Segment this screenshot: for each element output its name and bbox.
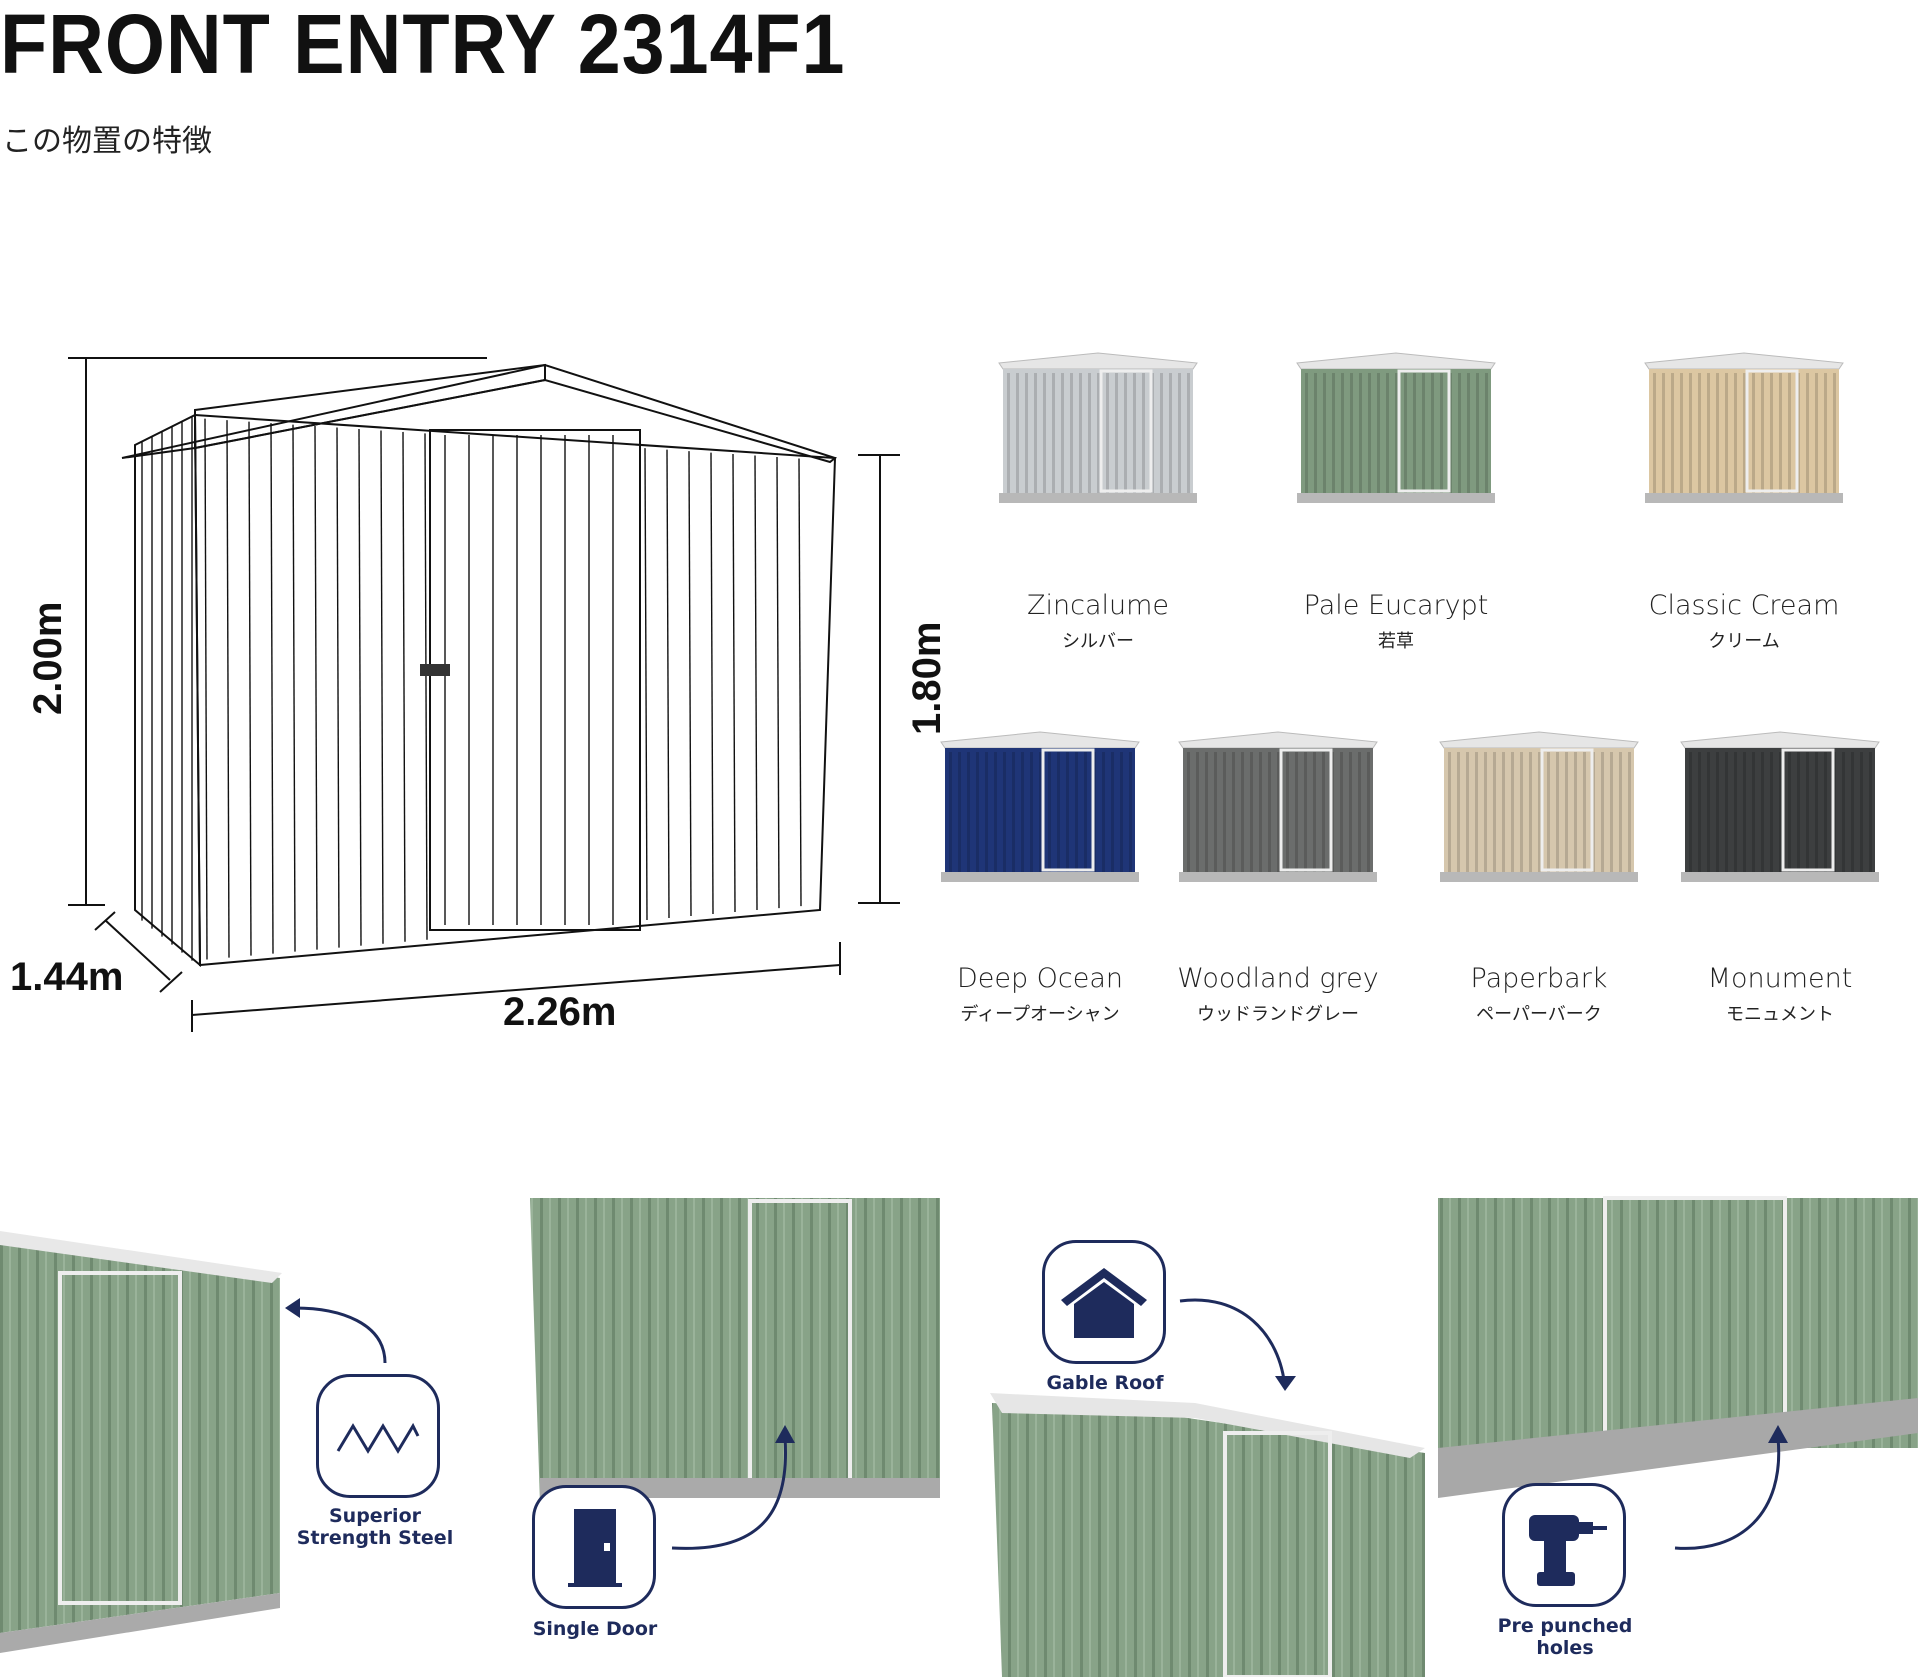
shed-color-image bbox=[1296, 352, 1496, 503]
dimension-depth: 1.44m bbox=[10, 955, 124, 999]
shed-color-image bbox=[1178, 731, 1378, 882]
color-name: Zincalume bbox=[1026, 590, 1170, 621]
dimension-height-total: 2.00m bbox=[26, 601, 70, 715]
color-name-jp: 若草 bbox=[1378, 631, 1414, 652]
color-name-jp: クリーム bbox=[1708, 631, 1780, 652]
dimension-height-wall: 1.80m bbox=[905, 621, 949, 735]
shed-color-image bbox=[1439, 731, 1639, 882]
shed-color-image bbox=[998, 352, 1198, 503]
panel-door bbox=[530, 1198, 940, 1503]
door-icon bbox=[532, 1485, 656, 1609]
feature-photos bbox=[0, 1196, 1918, 1677]
color-name: Deep Ocean bbox=[956, 963, 1124, 994]
color-swatch-3[interactable]: Deep Ocean ディープオーシャン bbox=[910, 728, 1170, 1026]
color-swatch-0[interactable]: Zincalume シルバー bbox=[968, 349, 1228, 653]
panel-roof bbox=[990, 1393, 1425, 1677]
panel-holes bbox=[1438, 1196, 1918, 1498]
feature-label-steel: Superior Strength Steel bbox=[296, 1505, 454, 1549]
color-swatch-6[interactable]: Monument モニュメント bbox=[1650, 728, 1910, 1026]
shed-color-image bbox=[1644, 352, 1844, 503]
color-name-jp: ディープオーシャン bbox=[960, 1004, 1120, 1025]
corrugated-steel-icon bbox=[316, 1374, 440, 1498]
page-subtitle: この物置の特徴 bbox=[2, 124, 212, 159]
color-name: Classic Cream bbox=[1648, 590, 1840, 621]
color-swatch-2[interactable]: Classic Cream クリーム bbox=[1614, 349, 1874, 653]
color-swatch-4[interactable]: Woodland grey ウッドランドグレー bbox=[1148, 728, 1408, 1026]
color-swatch-1[interactable]: Pale Eucarypt 若草 bbox=[1266, 349, 1526, 653]
panel-steel bbox=[0, 1231, 282, 1653]
drill-icon bbox=[1502, 1483, 1626, 1607]
shed-color-image bbox=[940, 731, 1140, 882]
shed-color-image bbox=[1680, 731, 1880, 882]
color-name-jp: モニュメント bbox=[1726, 1004, 1834, 1025]
color-name-jp: ウッドランドグレー bbox=[1197, 1004, 1359, 1025]
feature-label-door: Single Door bbox=[532, 1618, 658, 1640]
color-name: Pale Eucarypt bbox=[1303, 590, 1489, 621]
shed-dimension-drawing bbox=[68, 357, 900, 1032]
color-name: Woodland grey bbox=[1177, 963, 1379, 994]
color-name: Monument bbox=[1707, 963, 1853, 994]
dimension-width: 2.26m bbox=[503, 990, 617, 1034]
color-name-jp: シルバー bbox=[1062, 631, 1134, 652]
feature-label-roof: Gable Roof bbox=[1046, 1372, 1164, 1394]
color-swatch-5[interactable]: Paperbark ペーパーバーク bbox=[1409, 728, 1669, 1026]
color-name-jp: ペーパーバーク bbox=[1476, 1004, 1602, 1025]
page-title: FRONT ENTRY 2314F1 bbox=[0, 0, 846, 91]
color-name: Paperbark bbox=[1470, 963, 1608, 994]
feature-label-holes: Pre punched holes bbox=[1497, 1615, 1633, 1659]
house-icon bbox=[1042, 1240, 1166, 1364]
